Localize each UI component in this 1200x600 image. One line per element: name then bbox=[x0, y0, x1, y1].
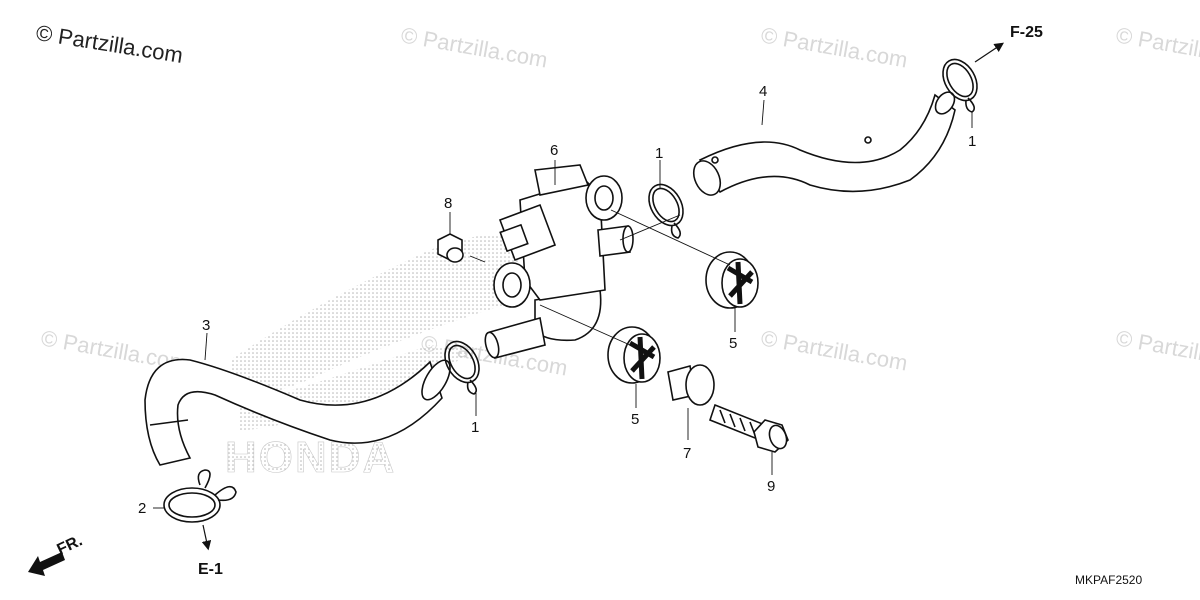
callout-7: 7 bbox=[683, 445, 691, 462]
watermark-6: © Partzilla.com bbox=[759, 325, 909, 375]
diagram-code: MKPAF2520 bbox=[1075, 573, 1142, 587]
watermark-2: © Partzilla.com bbox=[759, 22, 909, 72]
hose-part-3 bbox=[144, 358, 451, 466]
leader-lines bbox=[153, 99, 973, 509]
collar-part-7 bbox=[667, 364, 715, 406]
callout-8: 8 bbox=[444, 195, 452, 212]
clamp-part-2 bbox=[163, 469, 237, 523]
callout-1-lower: 1 bbox=[471, 419, 479, 436]
callout-1-top-right: 1 bbox=[968, 133, 976, 150]
watermark-7: © Partzilla.com bbox=[1114, 325, 1200, 375]
hose-part-4 bbox=[692, 91, 956, 196]
callout-5-lower: 5 bbox=[631, 411, 639, 428]
grommet-part-5-lower bbox=[607, 326, 661, 384]
valve-part-6 bbox=[484, 164, 634, 359]
watermark-3: © Partzilla.com bbox=[1114, 22, 1200, 72]
grommet-part-5-upper bbox=[705, 251, 759, 309]
callout-2: 2 bbox=[138, 500, 146, 517]
honda-text-watermark: HONDA bbox=[225, 433, 396, 482]
callout-5-upper: 5 bbox=[729, 335, 737, 352]
ref-e1-label: E-1 bbox=[198, 561, 223, 578]
arrow-to-e1 bbox=[201, 524, 212, 551]
callout-3: 3 bbox=[202, 317, 210, 334]
callout-1-middle: 1 bbox=[655, 145, 663, 162]
clamp-part-1-lower bbox=[444, 340, 480, 395]
callout-6: 6 bbox=[550, 142, 558, 159]
callout-numbers: 1 1 1 2 3 4 5 5 6 7 8 9 bbox=[138, 83, 976, 517]
bolt-part-9 bbox=[709, 403, 789, 453]
front-arrow: FR. bbox=[28, 532, 85, 576]
ref-f25-label: F-25 bbox=[1010, 24, 1043, 41]
watermark-1: © Partzilla.com bbox=[399, 22, 549, 72]
arrow-to-f25 bbox=[974, 42, 1004, 63]
clamp-part-1-middle bbox=[648, 183, 684, 239]
callout-4: 4 bbox=[759, 83, 767, 100]
front-label: FR. bbox=[55, 532, 86, 558]
callout-9: 9 bbox=[767, 478, 775, 495]
